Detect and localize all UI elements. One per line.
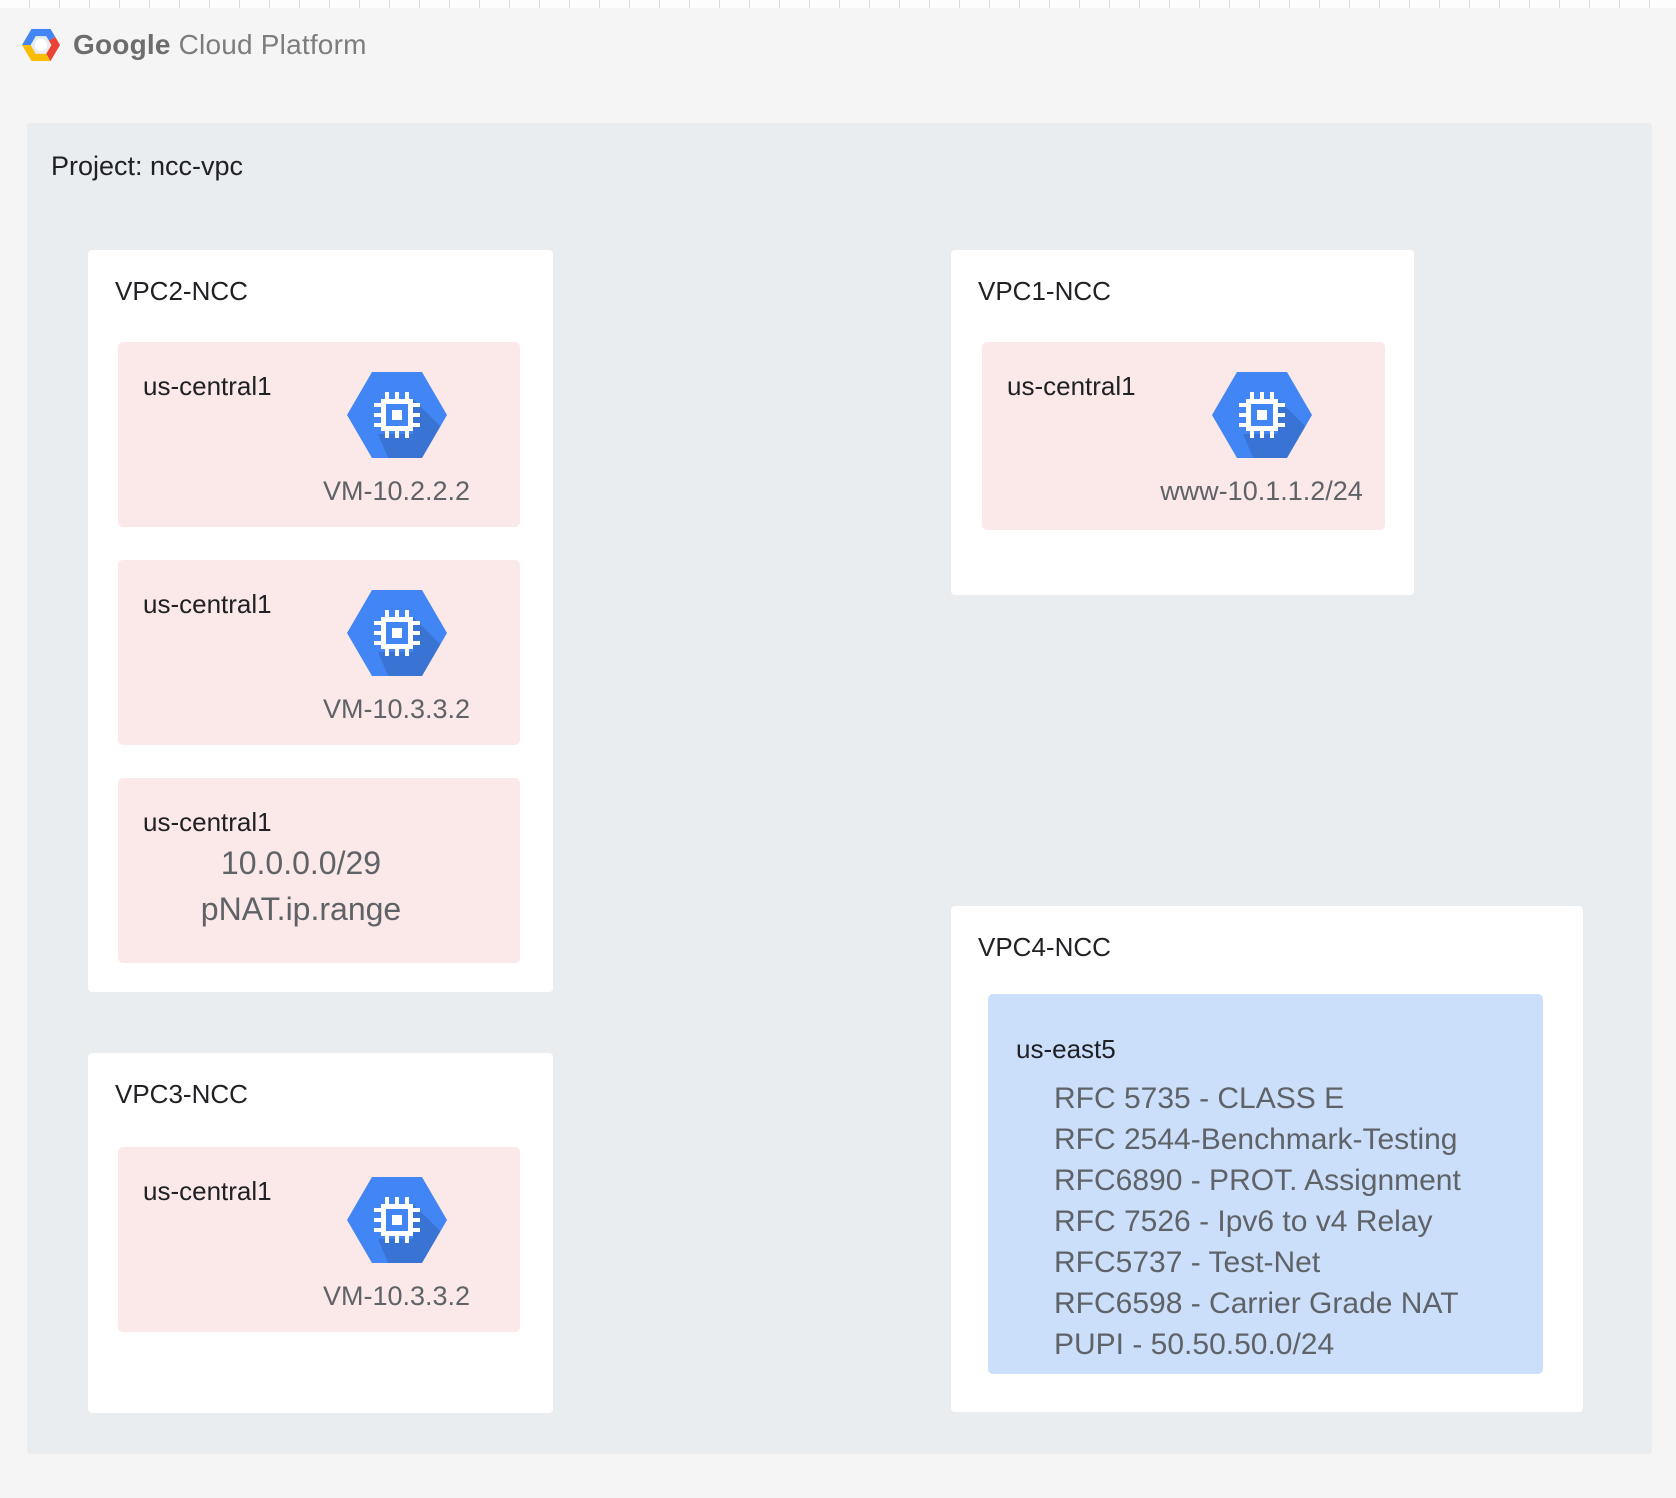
vm-caption: VM-10.2.2.2 [322, 476, 471, 506]
vpc-title: VPC1-NCC [978, 276, 1111, 306]
ip-range-name: pNAT.ip.range [200, 891, 402, 927]
brand-google: Google [73, 29, 171, 60]
project-container: Project: ncc-vpc VPC2-NCC us-central1 VM… [27, 123, 1652, 1454]
subnet-card: us-central1 VM-10.3.3.2 [118, 560, 520, 745]
region-label: us-east5 [1016, 1034, 1116, 1064]
compute-engine-icon [345, 588, 449, 678]
compute-engine-icon [1210, 370, 1314, 460]
rfc-range-item: RFC5737 - Test-Net [1054, 1246, 1321, 1279]
vpc-box-vpc1-ncc: VPC1-NCC us-central1 www-10.1.1.2/24 [951, 250, 1414, 595]
region-label: us-central1 [143, 371, 272, 401]
vpc-box-vpc3-ncc: VPC3-NCC us-central1 VM-10.3.3.2 [88, 1053, 553, 1413]
vpc-box-vpc2-ncc: VPC2-NCC us-central1 VM-10.2.2.2 us-cent… [88, 250, 553, 992]
rfc-range-item: RFC 7526 - Ipv6 to v4 Relay [1054, 1205, 1433, 1238]
subnet-card: us-central1 VM-10.3.3.2 [118, 1147, 520, 1332]
brand-cloud-platform: Cloud Platform [170, 29, 367, 60]
rfc-range-item: RFC6598 - Carrier Grade NAT [1054, 1287, 1459, 1320]
vm-node: www-10.1.1.2/24 [1154, 370, 1369, 507]
project-label: Project: ncc-vpc [51, 151, 244, 181]
vm-node: VM-10.3.3.2 [289, 588, 504, 725]
rfc-range-item: RFC6890 - PROT. Assignment [1054, 1164, 1461, 1197]
vm-caption: VM-10.3.3.2 [322, 1281, 471, 1311]
ip-range-cidr: 10.0.0.0/29 [220, 845, 382, 881]
gcp-brand-text: Google Cloud Platform [73, 29, 367, 61]
region-label: us-central1 [1007, 371, 1136, 401]
region-label: us-central1 [143, 589, 272, 619]
compute-engine-icon [345, 1175, 449, 1265]
vpc-title: VPC4-NCC [978, 932, 1111, 962]
vpc-box-vpc4-ncc: VPC4-NCC us-east5 RFC 5735 - CLASS E RFC… [951, 906, 1583, 1412]
vm-caption: www-10.1.1.2/24 [1160, 476, 1363, 506]
rfc-range-list: RFC 5735 - CLASS E RFC 2544-Benchmark-Te… [1054, 1078, 1461, 1365]
subnet-card-rfc-ranges: us-east5 RFC 5735 - CLASS E RFC 2544-Ben… [988, 994, 1543, 1374]
gcp-logo-icon [21, 28, 60, 62]
rfc-range-item: PUPI - 50.50.50.0/24 [1054, 1328, 1335, 1361]
region-label: us-central1 [143, 1176, 272, 1206]
vm-caption: VM-10.3.3.2 [322, 694, 471, 724]
rfc-range-item: RFC 2544-Benchmark-Testing [1054, 1123, 1458, 1156]
subnet-card: us-central1 www-10.1.1.2/24 [982, 342, 1385, 530]
grid-ruler [0, 0, 1676, 8]
ip-range-lines: 10.0.0.0/29 pNAT.ip.range [118, 840, 484, 932]
subnet-card: us-central1 VM-10.2.2.2 [118, 342, 520, 527]
rfc-range-item: RFC 5735 - CLASS E [1054, 1082, 1345, 1115]
region-label: us-central1 [143, 807, 272, 837]
subnet-card-ip-range: us-central1 10.0.0.0/29 pNAT.ip.range [118, 778, 520, 963]
gcp-brand: Google Cloud Platform [20, 26, 367, 64]
vm-node: VM-10.2.2.2 [289, 370, 504, 507]
vpc-title: VPC2-NCC [115, 276, 248, 306]
vm-node: VM-10.3.3.2 [289, 1175, 504, 1312]
vpc-title: VPC3-NCC [115, 1079, 248, 1109]
compute-engine-icon [345, 370, 449, 460]
